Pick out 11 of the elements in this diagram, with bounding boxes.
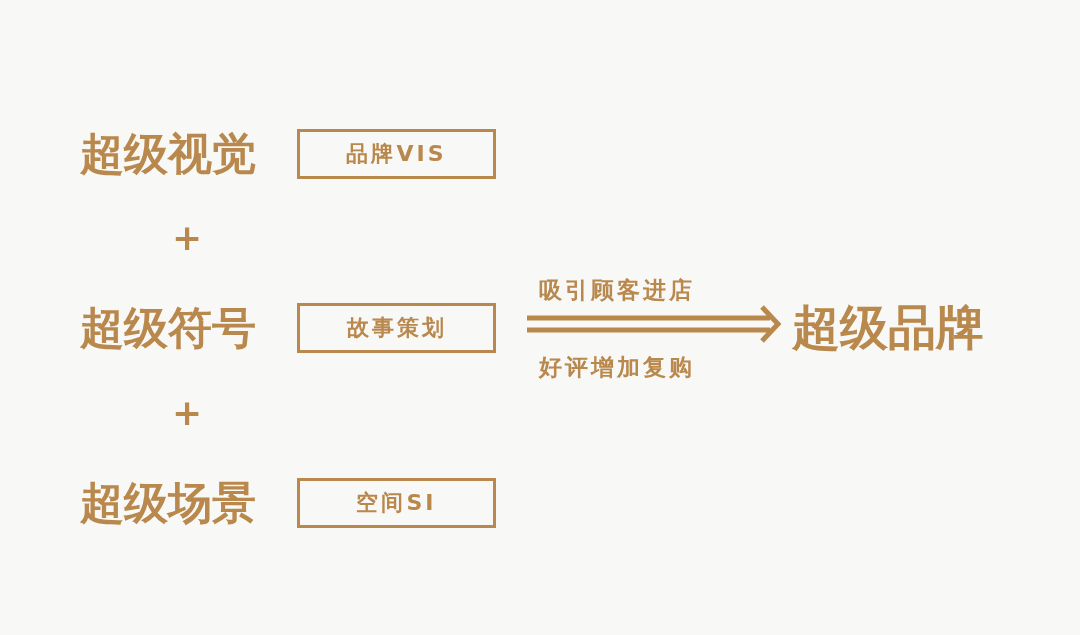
- label-box: 故事策划: [297, 303, 496, 353]
- heading-text: 超级符号: [80, 303, 256, 353]
- plus-sign: +: [172, 393, 203, 433]
- label-box: 空间SI: [297, 478, 496, 528]
- edge-label: 吸引顾客进店: [539, 275, 695, 305]
- heading-text: 超级视觉: [80, 129, 256, 179]
- label-box: 品牌VIS: [297, 129, 496, 179]
- result-heading: 超级品牌: [792, 299, 984, 355]
- heading-text: 超级场景: [80, 478, 256, 528]
- double-arrow: [524, 304, 782, 344]
- plus-sign: +: [172, 218, 203, 258]
